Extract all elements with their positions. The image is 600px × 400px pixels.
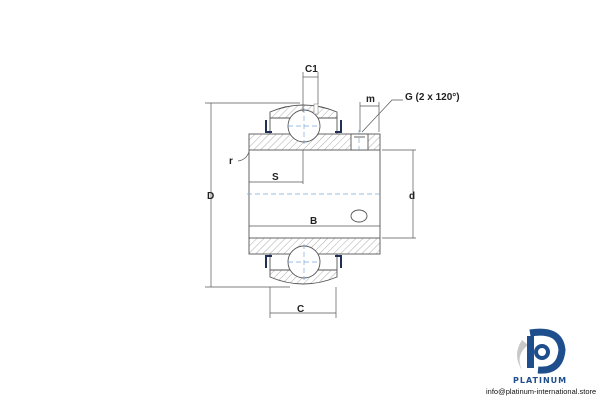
label-C1: C1 — [305, 64, 318, 75]
label-S: S — [272, 172, 279, 183]
outer-ring-top — [265, 103, 342, 144]
label-G: G (2 x 120°) — [405, 92, 460, 103]
label-D: D — [207, 191, 214, 202]
lubrication-hole — [350, 209, 368, 223]
logo-email: info@platinum-international.store — [486, 387, 596, 396]
label-B: B — [310, 216, 317, 227]
set-screw — [350, 130, 369, 154]
outer-ring-bottom — [265, 244, 342, 285]
platinum-logo: PLATINUM info@platinum-international.sto… — [486, 328, 596, 396]
inner-sleeve — [248, 133, 381, 255]
dimension-lines — [205, 72, 416, 318]
label-m: m — [366, 94, 375, 105]
label-d: d — [409, 191, 415, 202]
label-C: C — [297, 304, 304, 315]
logo-brand: PLATINUM — [513, 376, 567, 385]
label-r: r — [229, 156, 233, 167]
